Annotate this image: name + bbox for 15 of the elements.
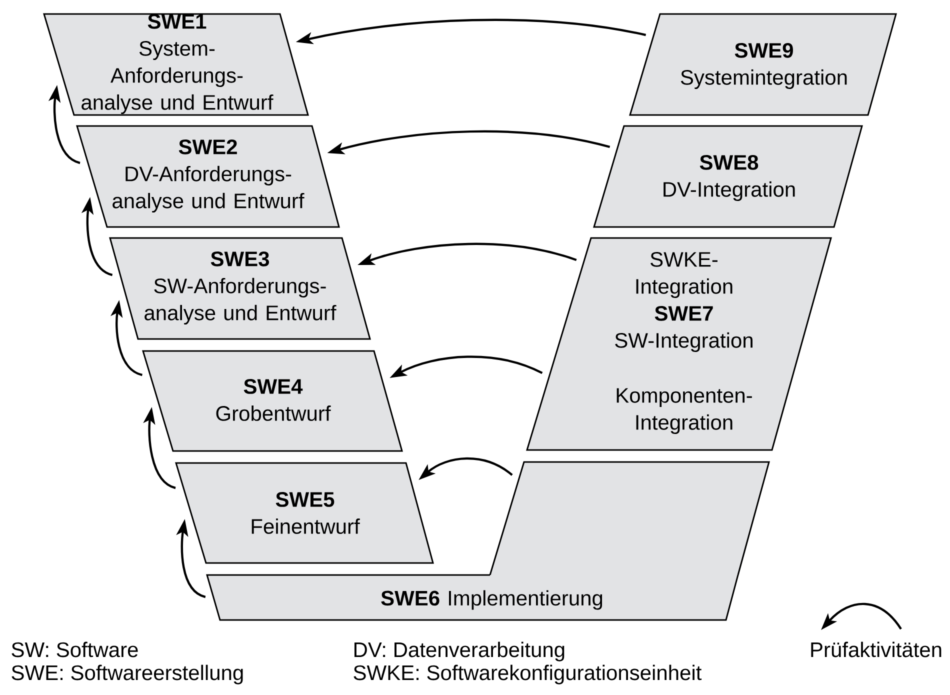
abbreviation-note: SWKE: Softwarekonfigurationseinheit <box>354 664 702 684</box>
legend-label: Prüfaktivitäten <box>811 642 942 658</box>
abbreviation-note: SW: Software <box>12 642 138 658</box>
process-box: SWE1 System-Anforderungs- analyse und Entwurf <box>43 13 309 116</box>
process-box: SWE3 SW-Anforderungs- analyse und Entwurf <box>109 237 371 340</box>
abbreviation-note: SWE: Softwareerstellung <box>12 664 243 684</box>
empty-box <box>489 461 770 576</box>
process-box: SWE8 DV-Integration <box>593 125 863 228</box>
process-box: SWE9 Systemintegration <box>629 13 897 116</box>
process-box: SWE2 DV-Anforderungs- analyse und Entwurf <box>76 125 340 228</box>
process-box: SWKE- Integration SWE7 SW-Integration Komponenten- Integration <box>526 237 832 451</box>
process-box: SWE5 Feinentwurf <box>175 462 434 564</box>
abbreviation-note: DV: Datenverarbeitung <box>354 642 564 662</box>
implementation-band: SWE6 Implementierung <box>206 574 739 621</box>
process-box: SWE4 Grobentwurf <box>142 350 403 452</box>
